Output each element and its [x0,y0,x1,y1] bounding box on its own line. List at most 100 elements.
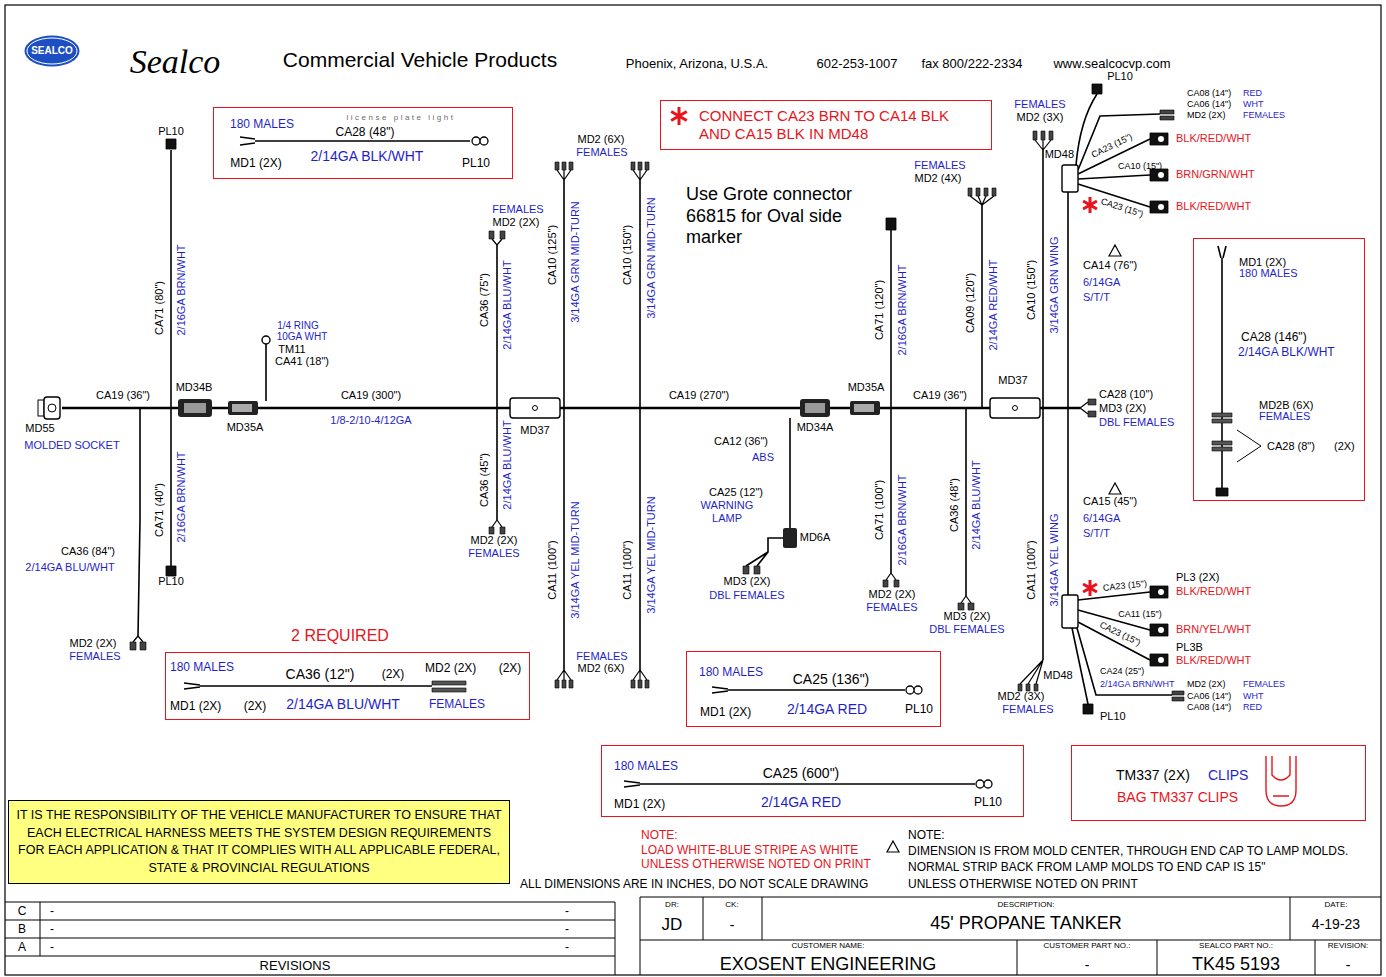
title-block-text: - [1346,957,1351,974]
title-block-text: REVISIONS [260,958,331,974]
logo-ellipse [25,36,80,67]
note-text: NORMAL STRIP BACK FROM LAMP MOLDS TO END… [908,860,1265,874]
harness-label: BLK/RED/WHT [1176,585,1251,598]
harness-label: BLK/RED/WHT [1176,132,1251,145]
box-label: CA28 (8") [1267,440,1315,453]
box-label: (2X) [499,661,522,675]
harness-label: MD48 [1045,148,1074,161]
harness-label: FEMALES [866,601,917,614]
parts-box: 180 MALESlicense plate lightCA28 (48")MD… [213,107,513,179]
title-block-text: DR: [665,900,679,910]
junction-body [1062,595,1078,628]
harness-label: MD6A [800,531,831,544]
breakout-prongs [133,140,1088,684]
harness-label: 3/14GA YEL MID-TURN [645,496,658,613]
box-label: MD1 (2X) [230,156,281,170]
harness-label: CA19 (300") [341,389,401,402]
connector-insert [805,403,825,413]
harness-label: CA28 (10") [1099,388,1153,401]
harness-label: MD2 (3X) [1016,111,1063,124]
header-text: Sealco [130,42,221,83]
box-label: 180 MALES [1239,267,1298,280]
title-block-text: TK45 5193 [1192,954,1280,976]
box-label: 180 MALES [230,117,294,131]
harness-label: 1/4 RING [277,320,319,332]
drawing-frame [5,5,1381,975]
harness-label: CA11 (100") [546,540,559,599]
harness-label: MD37 [998,374,1027,387]
harness-label: 3/14GA GRN MID-TURN [645,197,658,319]
harness-label: WARNING LAMP [696,499,758,525]
harness-label: MD34A [797,421,834,434]
harness-label: CA19 (36") [96,389,150,402]
box-label: 2 REQUIRED [291,626,389,645]
harness-label: CA09 (120") [964,273,977,333]
harness-label: PL3 (2X) [1176,571,1219,584]
harness-label: ABS [752,451,774,464]
box-label: FEMALES [429,697,485,711]
harness-label: CA11 (15") [1118,609,1162,620]
harness-label: CA25 (12") [709,486,763,499]
harness-label: TM11 [278,343,305,356]
harness-label: CA71 (80") [153,281,166,335]
title-block-grid [5,897,1381,975]
box-label: 180 MALES [614,759,678,773]
parts-box: 180 MALESCA25 (136")MD1 (2X)2/14GA REDPL… [686,651,941,727]
harness-label: BLK/RED/WHT [1176,200,1251,213]
delta-mark [887,245,1121,852]
harness-label: 2/16GA BRN/WHT [896,264,909,355]
parts-box: 2 REQUIRED180 MALESCA36 (12")(2X)MD2 (2X… [165,652,530,720]
harness-label: 3/14GA YEL WING [1048,514,1061,607]
harness-label: MD37 [520,424,549,437]
harness-label: CA19 (36") [913,389,967,402]
terminal-pins [130,110,1184,701]
asterisk-mark [671,107,1097,596]
box-label: license plate light [347,113,456,123]
box-label: CA25 (136") [793,671,870,688]
harness-label: MD48 [1043,669,1072,682]
box-label: CA28 (146") [1241,330,1307,344]
kit-cables [184,137,1226,787]
box-label: MD1 (2X) [170,699,221,713]
note-text: ALL DIMENSIONS ARE IN INCHES, DO NOT SCA… [520,877,868,891]
harness-label: CA23 (15") [1098,619,1142,648]
box-label: (2X) [1334,440,1355,453]
connector-insert [184,403,206,413]
title-block-text: - [565,940,569,954]
harness-label: RED [1243,88,1262,99]
title-block-text: B [18,922,26,936]
title-block-text: 45' PROPANE TANKER [930,913,1122,935]
harness-label: 2/14GA BLU/WHT [501,420,514,509]
harness-label: CA36 (84") [61,545,115,558]
box-label: PL10 [462,156,490,170]
harness-label: MOLDED SOCKET [24,439,119,452]
box-text: IT IS THE RESPONSIBILITY OF THE VEHICLE … [15,807,503,877]
title-block-text: - [1085,957,1090,974]
title-block-text: - [50,904,54,918]
harness-label: MD3 (2X) [723,575,770,588]
harness-label: MD2 (6X) [577,662,624,675]
box-label: MD1 (2X) [700,705,751,719]
harness-label: FEMALES [576,650,627,663]
note-text: NOTE: [908,828,945,842]
branch-cables [138,94,1172,704]
length-bracket [1237,430,1261,462]
harness-label: PL10 [1107,70,1133,83]
harness-label: WHT [1243,99,1264,110]
title-block-text: REVISION: [1328,941,1368,951]
harness-label: CA15 (45") [1083,495,1137,508]
box-label: 2/14GA BLU/WHT [286,696,400,713]
harness-label: MD2 (2X) [1187,679,1226,690]
harness-label: CA71 (40") [153,483,166,537]
harness-label: MD55 [25,422,54,435]
title-block-text: - [565,904,569,918]
box-label: BAG TM337 CLIPS [1117,789,1238,806]
harness-label: CA41 (18") [275,355,329,368]
title-block-text: 4-19-23 [1312,916,1360,933]
harness-label: CA71 (100") [873,480,886,540]
title-block-text: JD [662,915,683,935]
connector-body [783,528,797,548]
harness-label: FEMALES [1243,110,1285,121]
box-label: PL10 [905,702,933,716]
